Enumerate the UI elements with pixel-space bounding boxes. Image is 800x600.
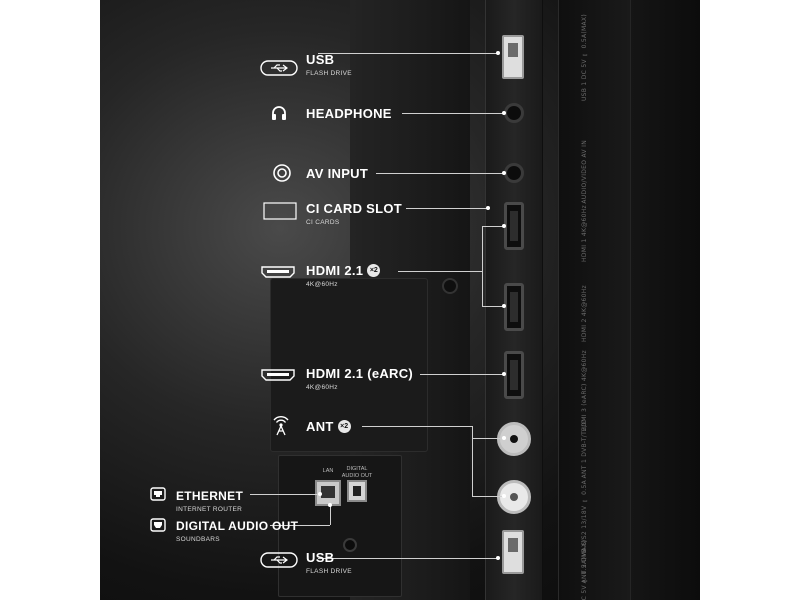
usb-icon <box>260 552 298 573</box>
label-av-input: AV INPUT <box>306 165 368 183</box>
label-digital-audio-out-sub: SOUNDBARS <box>176 536 220 543</box>
label-ci-card-slot: CI CARD SLOT CI CARDS <box>306 200 402 226</box>
leader-dot <box>496 51 500 55</box>
leader-dot <box>486 206 490 210</box>
leader-dot <box>502 304 506 308</box>
label-usb-bottom-sub: FLASH DRIVE <box>306 568 352 575</box>
leader-line-digital-audio <box>270 525 330 526</box>
leader-branch <box>482 306 504 307</box>
label-ethernet-sub: INTERNET ROUTER <box>176 506 243 513</box>
product-image: LAN DIGITAL AUDIO OUT USB 1 DC 5V ⎓ 0.5A… <box>100 0 700 600</box>
leader-line-hdmi-earc <box>420 374 504 375</box>
label-usb-top: USB FLASH DRIVE <box>306 51 352 77</box>
headphone-icon <box>270 104 288 127</box>
leader-line-hdmi21 <box>398 271 482 272</box>
leader-line-ant <box>362 426 472 427</box>
label-headphone: HEADPHONE <box>306 105 392 123</box>
leader-dot <box>502 372 506 376</box>
side-text-av-in: AUDIO/VIDEO AV IN <box>581 140 588 204</box>
hdmi-port-3 <box>504 351 524 399</box>
label-usb-top-sub: FLASH DRIVE <box>306 70 352 77</box>
lower-connector-panel: LAN DIGITAL AUDIO OUT <box>278 455 402 597</box>
label-hdmi-earc-sub: 4K@60Hz <box>306 384 338 391</box>
leader-line-headphone <box>402 113 504 114</box>
leader-dot <box>328 503 332 507</box>
label-av-input-title: AV INPUT <box>306 166 369 182</box>
leader-line-usb-bottom <box>318 558 498 559</box>
label-ant: ANT×2 <box>306 418 351 436</box>
label-usb-bottom: USB FLASH DRIVE <box>306 549 352 575</box>
label-ethernet: ETHERNET INTERNET ROUTER <box>176 487 243 513</box>
leader-dot <box>502 171 506 175</box>
label-usb-top-title: USB <box>306 52 335 68</box>
port-strip <box>485 0 543 600</box>
label-digital-audio-out-title: DIGITAL AUDIO OUT <box>176 518 299 533</box>
leader-line-usb-top <box>318 53 498 54</box>
hdmi-port-1 <box>504 202 524 250</box>
antenna-icon <box>270 414 292 441</box>
leader-bracket-digital-audio <box>330 505 331 525</box>
leader-branch <box>472 496 504 497</box>
ci-card-icon <box>263 202 297 225</box>
count-badge: ×2 <box>367 264 381 278</box>
small-jack <box>343 538 357 552</box>
label-hdmi21: HDMI 2.1×2 4K@60Hz <box>306 262 381 288</box>
label-headphone-title: HEADPHONE <box>306 106 392 122</box>
leader-dot <box>502 224 506 228</box>
usb-port-top <box>502 35 524 79</box>
optical-port <box>347 480 367 502</box>
label-hdmi-earc: HDMI 2.1 (eARC) 4K@60Hz <box>306 365 413 391</box>
digital-audio-port-label: DIGITAL AUDIO OUT <box>341 466 373 479</box>
leader-dot <box>496 556 500 560</box>
usb-port-bottom <box>502 530 524 574</box>
side-text-ant1: ANT 1 DVB-T/T2/C <box>581 420 588 479</box>
leader-dot <box>502 494 506 498</box>
label-ci-card-slot-sub: CI CARDS <box>306 219 340 226</box>
label-hdmi21-sub: 4K@60Hz <box>306 281 338 288</box>
leader-dot <box>318 492 322 496</box>
side-text-hdmi1: HDMI 1 4K@60Hz <box>581 205 588 262</box>
label-ant-title: ANT <box>306 419 334 435</box>
leader-dot <box>502 111 506 115</box>
headphone-jack <box>504 103 524 123</box>
usb-icon <box>260 60 298 81</box>
leader-bracket-ant <box>472 426 473 496</box>
hdmi-icon <box>260 368 296 387</box>
tv-side-rim <box>630 0 700 600</box>
leader-bracket-hdmi21 <box>482 226 483 306</box>
label-usb-bottom-title: USB <box>306 550 335 566</box>
ethernet-icon <box>150 487 166 506</box>
leader-branch <box>482 226 504 227</box>
av-input-icon <box>272 163 292 188</box>
hdmi-icon <box>260 265 296 284</box>
av-input-jack <box>504 163 524 183</box>
leader-line-ci-card <box>406 208 488 209</box>
count-badge: ×2 <box>337 420 351 434</box>
leader-line-av-input <box>376 173 504 174</box>
side-text-usb1: USB 1 DC 5V ⎓ 0.5A(MAX) <box>581 14 588 102</box>
leader-branch <box>472 438 504 439</box>
label-hdmi-earc-title: HDMI 2.1 (eARC) <box>306 366 414 382</box>
leader-dot <box>502 436 506 440</box>
side-text-hdmi2: HDMI 2 4K@60Hz <box>581 285 588 342</box>
leader-line-ethernet <box>250 494 320 495</box>
side-label-panel: USB 1 DC 5V ⎓ 0.5A(MAX) AUDIO/VIDEO AV I… <box>558 0 631 600</box>
label-digital-audio-out: DIGITAL AUDIO OUT SOUNDBARS <box>176 517 298 543</box>
lan-port-label: LAN <box>322 468 334 474</box>
label-ethernet-title: ETHERNET <box>176 488 244 503</box>
hdmi-port-2 <box>504 283 524 331</box>
label-ci-card-slot-title: CI CARD SLOT <box>306 201 403 217</box>
label-hdmi21-title: HDMI 2.1 <box>306 263 364 279</box>
mount-screw <box>442 278 458 294</box>
side-text-usb2: USB 2 DC 5V ⎓ 0.5A(MAX) <box>581 540 588 600</box>
optical-icon <box>150 518 166 537</box>
